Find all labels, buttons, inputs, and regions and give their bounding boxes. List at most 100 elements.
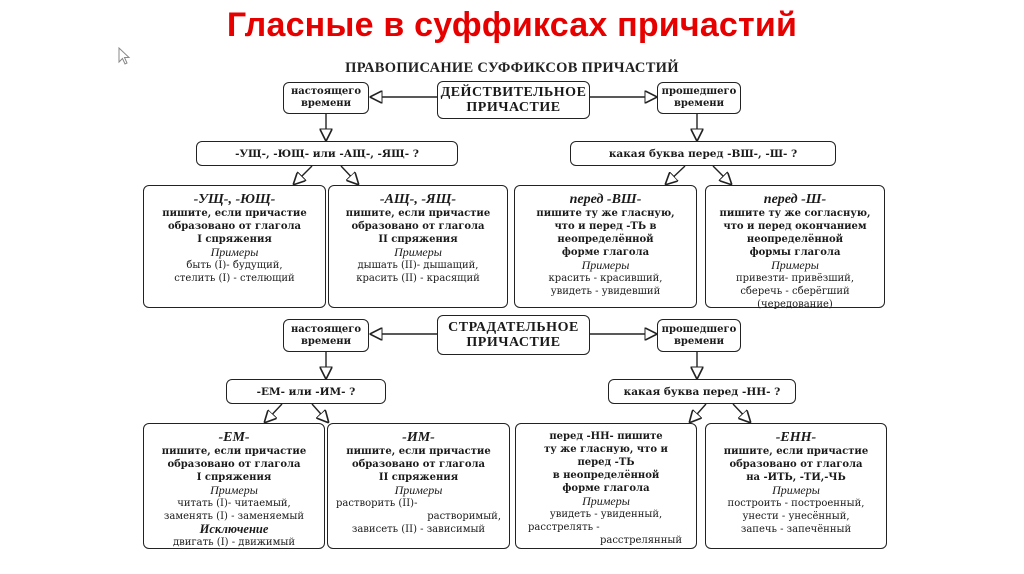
active-past-line1: прошедшего (661, 86, 737, 97)
passive-present-question-text: -ЕМ- или -ИМ- ? (256, 385, 356, 398)
active-present-line2: времени (300, 98, 352, 109)
examples-label: Примеры (582, 494, 630, 508)
example: расстрелять - (528, 522, 600, 533)
rule-text: в неопределённой (552, 470, 660, 481)
rule-text: пишите, если причастие (723, 446, 869, 457)
exception-example: двигать (I) - движимый (172, 537, 296, 548)
rule-suffix: -АЩ-, -ЯЩ- (379, 192, 457, 207)
active-title-line1: ДЕЙСТВИТЕЛЬНОЕ (440, 85, 587, 100)
rule-text: пишите, если причастие (162, 208, 307, 219)
rule-suffix: перед -ВШ- (569, 192, 642, 207)
active-past-box: прошедшего времени (657, 82, 741, 114)
rule-text: I спряжения (197, 234, 272, 245)
exception-label: Исключение (199, 522, 269, 536)
passive-present-line2: времени (300, 335, 352, 347)
example: расстрелянный (599, 535, 682, 546)
rule-text: на -ИТЬ, -ТИ,-ЧЬ (746, 472, 846, 483)
passive-participle-box: СТРАДАТЕЛЬНОЕ ПРИЧАСТИЕ (437, 315, 590, 355)
arrow-q-to-im (311, 403, 328, 422)
passive-present-question: -ЕМ- или -ИМ- ? (226, 379, 386, 404)
rule-text: форме глагола (562, 483, 650, 494)
examples-label: Примеры (210, 245, 259, 259)
arrow-q-to-em (265, 403, 283, 422)
rule-text: что и перед -ТЬ в (554, 221, 657, 232)
arrow-q-to-vsh (666, 165, 686, 184)
rule-text: ту же гласную, что и (544, 444, 668, 455)
rule-suffix: -УЩ-, -ЮЩ- (193, 192, 276, 207)
examples-label: Примеры (394, 483, 443, 497)
examples-label: Примеры (772, 483, 820, 497)
example: читать (I)- читаемый, (177, 498, 291, 509)
example: сберечь - сберёгший (740, 286, 850, 297)
rule-text: пишите, если причастие (161, 446, 307, 457)
rule-text: форме глагола (561, 247, 650, 258)
passive-past-question-text: какая буква перед -НН- ? (623, 385, 781, 398)
arrow-q-to-enn (732, 403, 750, 422)
arrow-q-to-sh (712, 165, 731, 184)
examples-label: Примеры (210, 483, 258, 497)
rule-text: что и перед окончанием (723, 221, 867, 232)
example: зависеть (II) - зависимый (351, 524, 486, 535)
rule-sh: перед -Ш- пишите ту же согласную, что и … (705, 185, 885, 310)
rule-text: неопределённой (746, 234, 844, 245)
rule-text: пишите ту же гласную, (536, 208, 675, 219)
rule-ash-yash: -АЩ-, -ЯЩ- пишите, если причастие образо… (328, 185, 508, 308)
example: увидеть - увиденный, (549, 509, 663, 520)
example: растворить (II)- (336, 498, 418, 509)
rule-em: -ЕМ- пишите, если причастие образовано о… (143, 423, 325, 549)
examples-label: Примеры (394, 245, 442, 259)
rule-text: образовано от глагола (167, 459, 301, 470)
example: растворимый, (427, 511, 501, 522)
examples-label: Примеры (771, 258, 819, 272)
rule-text: формы глагола (749, 247, 841, 258)
rule-suffix: -ИМ- (402, 430, 435, 445)
example: увидеть - увидевший (550, 286, 661, 297)
active-past-question: какая буква перед -ВШ-, -Ш- ? (570, 141, 836, 166)
active-participle-box: ДЕЙСТВИТЕЛЬНОЕ ПРИЧАСТИЕ (437, 81, 590, 119)
example: унести - унесённый, (742, 511, 850, 522)
slide-title: Гласные в суффиксах причастий (226, 6, 798, 44)
example: красить (II) - красящий (356, 273, 480, 284)
diagram-heading: ПРАВОПИСАНИЕ СУФФИКСОВ ПРИЧАСТИЙ (345, 60, 679, 76)
rule-suffix: перед -Ш- (763, 192, 827, 207)
example: запечь - запечённый (740, 524, 852, 535)
examples-label: Примеры (581, 258, 630, 272)
active-present-question: -УЩ-, -ЮЩ- или -АЩ-, -ЯЩ- ? (196, 141, 458, 166)
rule-text: образовано от глагола (351, 221, 485, 232)
rule-im: -ИМ- пишите, если причастие образовано о… (327, 423, 510, 549)
active-past-question-text: какая буква перед -ВШ-, -Ш- ? (608, 147, 798, 160)
example: привезти- привёзший, (735, 273, 855, 284)
passive-past-line1: прошедшего (661, 323, 737, 335)
arrow-q-to-ash (340, 165, 358, 184)
arrow-q-to-ush (294, 165, 313, 184)
rule-text: образовано от глагола (729, 459, 863, 470)
rule-suffix: -ЕМ- (218, 430, 250, 445)
rule-nn: перед -НН- пишите ту же гласную, что и п… (515, 423, 697, 549)
example: красить - красивший, (548, 273, 663, 284)
rule-text: II спряжения (378, 472, 459, 483)
passive-past-line2: времени (673, 335, 725, 347)
example: построить - построенный, (727, 498, 865, 509)
rule-text: неопределённой (557, 234, 654, 245)
active-present-box: настоящего времени (283, 82, 369, 114)
passive-present-box: настоящего времени (283, 319, 369, 352)
active-title-line2: ПРИЧАСТИЕ (466, 100, 561, 115)
active-present-line1: настоящего (290, 86, 362, 97)
arrow-q-to-nn (690, 403, 707, 422)
passive-title-line2: ПРИЧАСТИЕ (466, 335, 561, 350)
rule-text: пишите, если причастие (345, 208, 491, 219)
rule-suffix: перед -НН- пишите (549, 431, 663, 442)
passive-past-question: какая буква перед -НН- ? (608, 379, 796, 404)
mouse-pointer-icon (118, 47, 131, 65)
example: быть (I)- будущий, (186, 260, 283, 271)
rule-text: пишите ту же согласную, (719, 208, 871, 219)
example: стелить (I) - стелющий (174, 273, 295, 284)
passive-past-box: прошедшего времени (657, 319, 741, 352)
rule-text: перед -ТЬ (577, 457, 635, 468)
active-present-question-text: -УЩ-, -ЮЩ- или -АЩ-, -ЯЩ- ? (235, 147, 419, 160)
rule-vsh: перед -ВШ- пишите ту же гласную, что и п… (514, 185, 697, 308)
rule-text: образовано от глагола (351, 459, 486, 470)
example: дышать (II)- дышащий, (357, 260, 479, 271)
rule-text: пишите, если причастие (346, 446, 491, 457)
active-past-line2: времени (673, 98, 725, 109)
